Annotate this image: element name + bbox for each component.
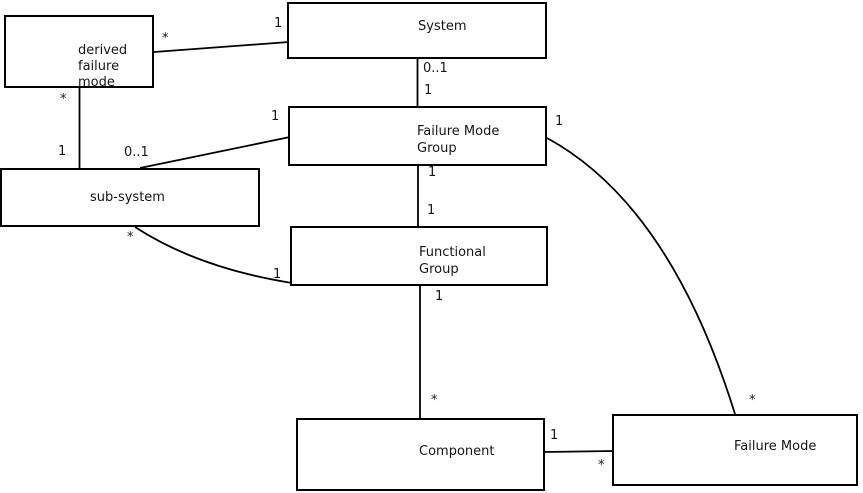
- edge-failure-mode-group-failure-mode: [546, 137, 736, 415]
- edge-failure-mode-group-sub-system: [139, 136, 291, 169]
- multiplicity-fmg-fg-at-fg: 1: [427, 203, 436, 218]
- multiplicity-fmg-subsystem-at-fmg: 1: [271, 109, 280, 124]
- multiplicity-fg-component-at-fg: 1: [435, 289, 444, 304]
- node-system-label: System: [418, 19, 467, 34]
- multiplicity-fg-component-at-component: *: [431, 393, 438, 408]
- node-failure-mode-label: Failure Mode: [734, 439, 817, 454]
- multiplicity-fmg-failuremode-at-fm: *: [749, 393, 756, 408]
- multiplicity-system-fmg-at-fmg: 1: [424, 83, 433, 98]
- node-sub-system: sub-system: [0, 168, 260, 227]
- node-functional-group: Functional Group: [290, 226, 548, 286]
- multiplicity-fmg-subsystem-at-subsystem: 0..1: [124, 145, 149, 160]
- node-failure-mode-group: Failure Mode Group: [288, 106, 547, 166]
- multiplicity-derived-subsystem-at-subsystem: 1: [58, 144, 67, 159]
- edge-component-failure-mode: [544, 450, 614, 453]
- node-system: System: [287, 2, 547, 59]
- multiplicity-subsystem-fg-at-subsystem: *: [127, 230, 134, 245]
- node-failure-mode: Failure Mode: [612, 414, 858, 486]
- node-component: Component: [296, 418, 545, 491]
- node-component-label: Component: [419, 444, 495, 459]
- multiplicity-system-derived-at-system: 1: [274, 16, 283, 31]
- multiplicity-fmg-fg-at-fmg: 1: [428, 165, 437, 180]
- multiplicity-fmg-failuremode-at-fmg: 1: [555, 114, 564, 129]
- node-derived-failure-mode-label: derived failure mode: [78, 43, 128, 90]
- multiplicity-derived-subsystem-at-derived: *: [60, 92, 67, 107]
- node-sub-system-label: sub-system: [90, 190, 165, 205]
- multiplicity-system-fmg-at-system: 0..1: [423, 61, 448, 76]
- node-failure-mode-group-label: Failure Mode Group: [417, 124, 500, 156]
- multiplicity-subsystem-fg-at-fg: 1: [273, 267, 282, 282]
- node-derived-failure-mode: derived failure mode: [4, 15, 154, 90]
- node-functional-group-label: Functional Group: [419, 245, 486, 277]
- edge-sub-system-functional-group: [134, 226, 293, 284]
- multiplicity-system-derived-at-derived: *: [162, 31, 169, 46]
- multiplicity-component-fm-at-fm: *: [598, 458, 605, 473]
- edge-derived-failure-mode-system: [153, 41, 290, 53]
- multiplicity-component-fm-at-component: 1: [550, 428, 559, 443]
